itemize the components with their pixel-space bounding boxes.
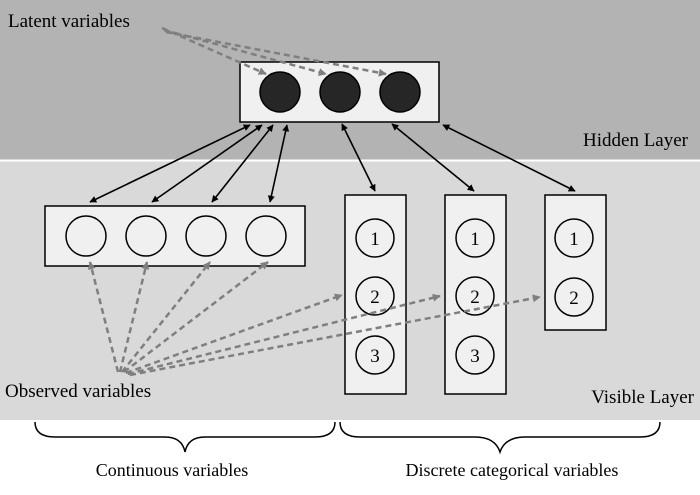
continuous-brace — [34, 421, 336, 453]
connection-arrow — [442, 124, 576, 192]
category-label: 2 — [569, 288, 579, 309]
category-node — [355, 276, 395, 316]
category-node — [455, 276, 495, 316]
category-node — [554, 218, 594, 258]
continuous-node-4 — [245, 215, 287, 257]
category-label: 1 — [370, 229, 380, 250]
discrete-brace — [339, 421, 661, 455]
latent-pointer-arrow — [163, 28, 327, 76]
continuous-variables-label: Continuous variables — [96, 460, 248, 480]
observed-pointer-arrow — [121, 261, 211, 373]
category-label: 3 — [470, 346, 480, 367]
category-node — [455, 218, 495, 258]
connection-arrow — [341, 123, 376, 192]
category-node — [554, 277, 594, 317]
categorical-group-2: 1 2 3 — [455, 218, 495, 375]
hidden-layer-label: Hidden Layer — [583, 130, 689, 151]
latent-pointer-arrow — [161, 26, 267, 76]
connection-arrow — [267, 124, 290, 203]
connection-arrow — [211, 124, 274, 203]
categorical-group-1: 1 2 3 — [355, 218, 395, 375]
observed-pointer-arrow — [118, 261, 150, 373]
observed-pointer-arrow — [123, 261, 269, 373]
observed-variables-label: Observed variables — [5, 381, 151, 402]
category-node — [355, 335, 395, 375]
discrete-variables-label: Discrete categorical variables — [406, 460, 619, 480]
category-label: 2 — [470, 287, 480, 308]
category-node — [455, 335, 495, 375]
grouping-braces — [34, 421, 661, 455]
hidden-visible-connections — [89, 123, 576, 203]
latent-node-2 — [319, 71, 361, 113]
category-node — [355, 218, 395, 258]
latent-node-3 — [379, 71, 421, 113]
latent-variables-label: Latent variables — [8, 11, 130, 32]
latent-node-1 — [259, 71, 301, 113]
observed-pointer-arrows — [87, 261, 541, 377]
visible-layer-label: Visible Layer — [591, 387, 694, 408]
latent-pointer-arrows — [161, 26, 387, 77]
category-label: 2 — [370, 287, 380, 308]
category-label: 3 — [370, 346, 380, 367]
latent-pointer-arrow — [165, 30, 387, 77]
category-label: 1 — [569, 229, 579, 250]
observed-pointer-arrow — [127, 293, 441, 376]
category-label: 1 — [470, 229, 480, 250]
observed-pointer-arrow — [125, 293, 343, 375]
continuous-node-3 — [185, 215, 227, 257]
continuous-node-1 — [65, 215, 107, 257]
continuous-node-2 — [125, 215, 167, 257]
observed-pointer-arrow — [87, 261, 120, 373]
categorical-group-3: 1 2 — [554, 218, 594, 317]
